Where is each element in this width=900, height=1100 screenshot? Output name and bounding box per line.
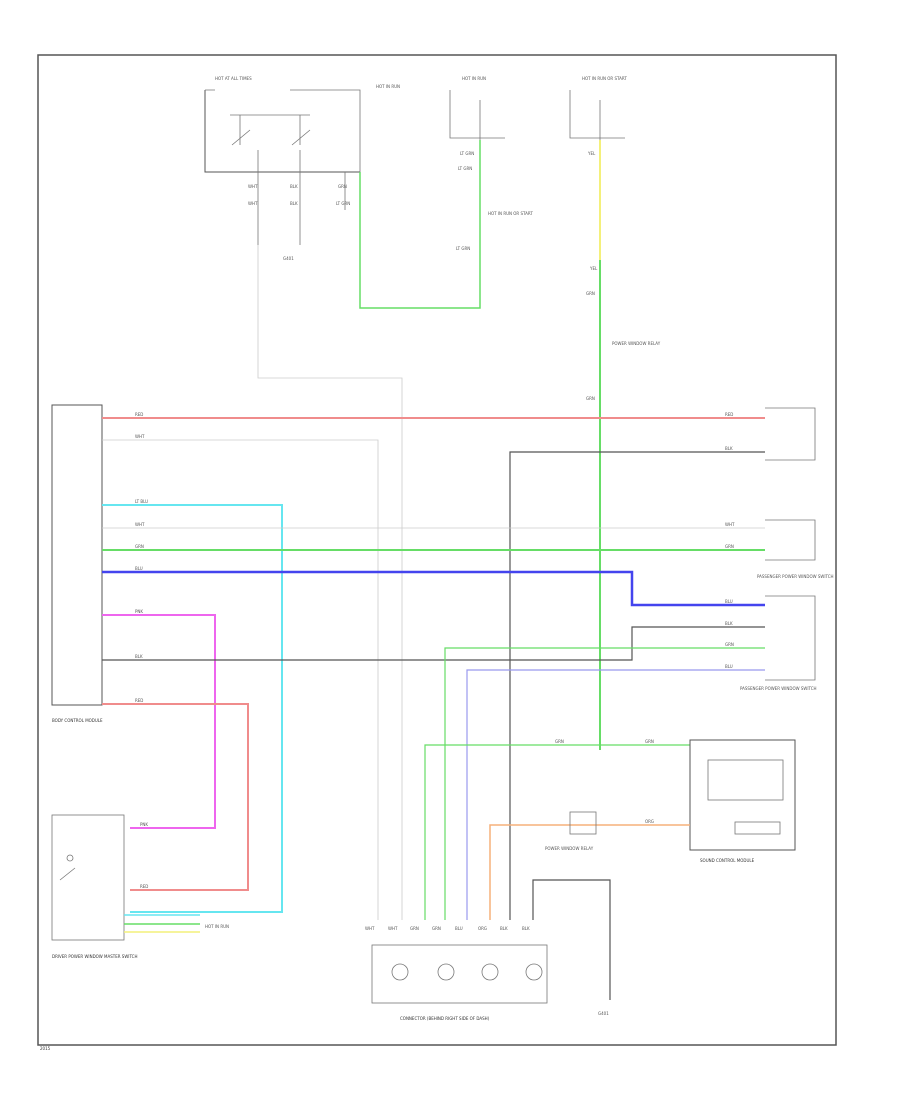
wire-label-red-b: RED (725, 412, 733, 417)
wire-label-org: ORG (645, 819, 654, 824)
fuse-box-right: HOT IN RUN OR START YEL YEL GRN POWER WI… (569, 76, 661, 401)
wire-label-wht-d: WHT (135, 522, 145, 527)
module-body-control (51, 404, 103, 706)
wire-label-wht-e: WHT (725, 522, 735, 527)
wire-black-h2 (102, 626, 765, 661)
connector-right-low (765, 595, 816, 681)
wire-label-blk-g: BLK (522, 926, 530, 931)
wire-label-lt-grn-b: LT GRN (460, 151, 474, 156)
wire-label-wht-c: WHT (135, 434, 145, 439)
wire-label-blk-a: BLK (290, 184, 298, 189)
connector-main-label: CONNECTOR (BEHIND RIGHT SIDE OF DASH) (400, 1016, 490, 1021)
fuse-box-mid-note: HOT IN RUN OR START (488, 211, 533, 216)
connector-main: WHT WHT GRN GRN BLU ORG BLK BLK CONNECTO… (365, 926, 548, 1021)
wire-label-grn-g: GRN (555, 739, 564, 744)
wire-label-org-b: ORG (478, 926, 487, 931)
wire-label-blk-d: BLK (135, 654, 143, 659)
wire-label-wht-f: WHT (365, 926, 375, 931)
wire-gray-h1 (102, 439, 379, 920)
wire-black-h1 (509, 451, 765, 920)
wire-label-grn-i: GRN (410, 926, 419, 931)
relay-label-lower: POWER WINDOW RELAY (545, 846, 594, 851)
footer-code: 2015 (40, 1046, 51, 1051)
wire-label-pnk-a: PNK (135, 609, 143, 614)
driver-switch-side-label: HOT IN RUN (205, 924, 229, 929)
wire-black-ground (532, 879, 611, 1000)
connector-right-top (765, 407, 816, 461)
wire-label-blu-d: BLU (455, 926, 463, 931)
fuse-box-mid-label: HOT IN RUN (462, 76, 486, 81)
wire-label-blu-a: BLU (135, 566, 143, 571)
wire-label-grn-c: GRN (586, 396, 595, 401)
wire-label-lt-blu-a: LT BLU (135, 499, 148, 504)
wire-label-blu-b: BLU (725, 599, 733, 604)
wire-gray-top (257, 245, 403, 920)
wire-label-grn-h: GRN (645, 739, 654, 744)
fuse-box-mid: HOT IN RUN LT GRN LT GRN HOT IN RUN OR S… (449, 76, 533, 251)
wire-orange (489, 824, 690, 920)
module-sound-control (689, 739, 796, 851)
wire-label-wht-g: WHT (388, 926, 398, 931)
wire-label-grn-d: GRN (135, 544, 144, 549)
wire-blue (102, 570, 765, 607)
ground-label-top: G401 (283, 256, 294, 261)
wire-red-lower (102, 703, 249, 891)
ground-label-bottom: G401 (598, 1011, 609, 1016)
module-body-control-label: BODY CONTROL MODULE (52, 718, 103, 723)
wire-cyan (102, 504, 283, 913)
passenger-switch-label-b: PASSENGER POWER WINDOW SWITCH (740, 686, 817, 691)
fuse-box-left-note: HOT IN RUN (376, 84, 400, 89)
module-sound-control-label: SOUND CONTROL MODULE (700, 858, 755, 863)
fuse-box-left-label: HOT AT ALL TIMES (215, 76, 252, 81)
wire-label-red-d: RED (140, 884, 148, 889)
wire-label-yel-b: YEL (589, 266, 598, 271)
relay-label: POWER WINDOW RELAY (612, 341, 661, 346)
wire-label-blk-c: BLK (725, 446, 733, 451)
wire-lt-grn-loop (359, 140, 481, 309)
fuse-box-right-label: HOT IN RUN OR START (582, 76, 627, 81)
wire-label-red-c: RED (135, 698, 143, 703)
driver-switch-label: DRIVER POWER WINDOW MASTER SWITCH (52, 954, 137, 959)
wire-label-grn-b: GRN (586, 291, 595, 296)
wire-label-grn-f: GRN (725, 642, 734, 647)
wire-label-grn-a: GRN (338, 184, 347, 189)
wire-label-grn-e: GRN (725, 544, 734, 549)
wire-label-blk-b: BLK (290, 201, 298, 206)
wire-label-yel-a: YEL (587, 151, 596, 156)
wire-green-lower (444, 647, 765, 920)
wire-label-lt-grn-d: LT GRN (456, 246, 470, 251)
relay-symbol (569, 811, 597, 835)
wire-label-pnk-b: PNK (140, 822, 148, 827)
wire-label-blk-e: BLK (725, 621, 733, 626)
passenger-switch-label-a: PASSENGER POWER WINDOW SWITCH (757, 574, 834, 579)
wire-label-blu-c: BLU (725, 664, 733, 669)
wire-label-blk-f: BLK (500, 926, 508, 931)
wire-label-wht-b: WHT (248, 201, 258, 206)
wire-label-grn-j: GRN (432, 926, 441, 931)
wire-lightblue (466, 669, 765, 920)
driver-switch-box (51, 814, 125, 941)
wire-magenta (102, 614, 216, 829)
connector-right-mid (765, 519, 816, 561)
fuse-box-left: HOT AT ALL TIMES WHT BLK GRN WHT BLK LT … (204, 76, 400, 261)
wire-label-wht-a: WHT (248, 184, 258, 189)
wire-label-lt-grn-c: LT GRN (458, 166, 472, 171)
wire-label-red-a: RED (135, 412, 143, 417)
wire-green-to-sound (424, 744, 690, 920)
wire-label-lt-grn-a: LT GRN (336, 201, 350, 206)
